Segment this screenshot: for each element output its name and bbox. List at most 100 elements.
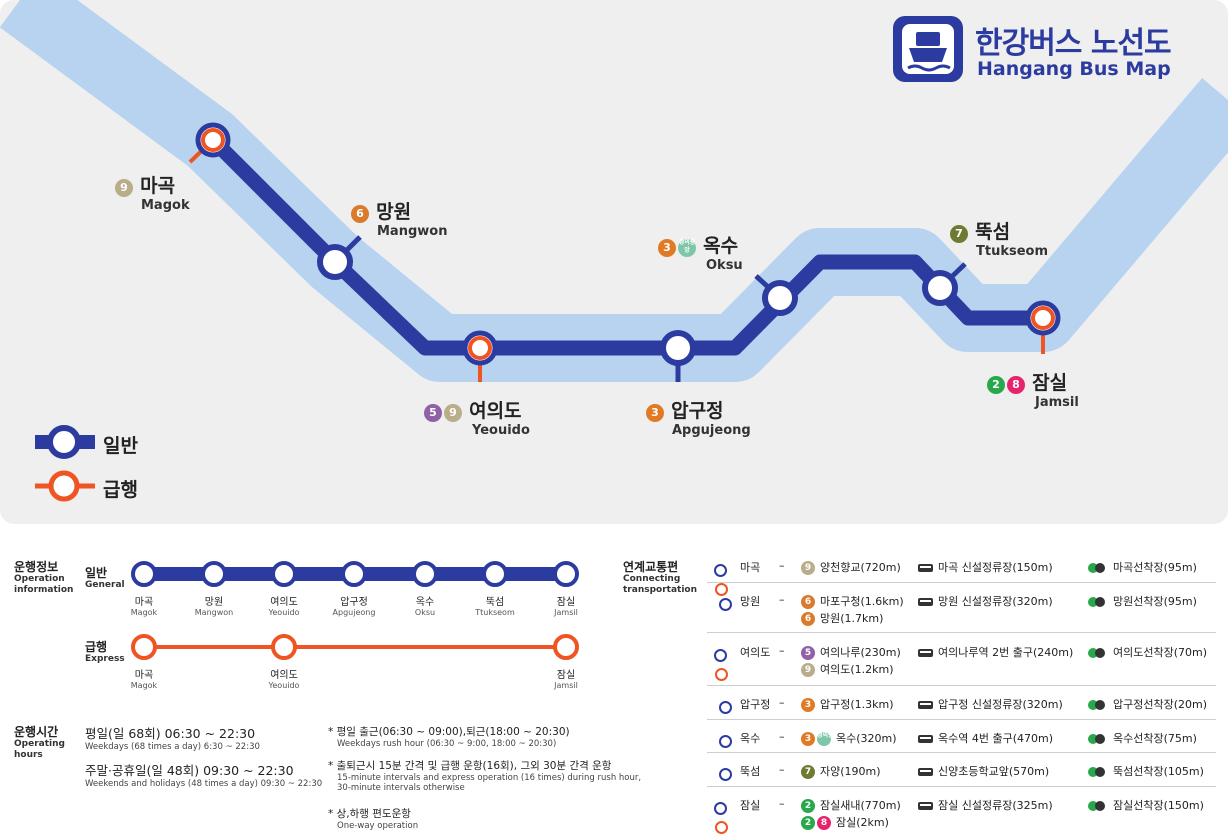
station-name-ko: 옥수 (703, 235, 739, 257)
note1-ko: * 평일 출근(06:30 ~ 09:00),퇴근(18:00 ~ 20:30) (328, 726, 570, 738)
stop-ko: 여의도 (270, 670, 298, 681)
ferry-icon-dark (1095, 597, 1105, 607)
bus-connection: 마곡 신설정류장(150m) (918, 559, 1053, 575)
map-title-ko: 한강버스 노선도 (975, 26, 1172, 61)
subway-line-badge: 9 (115, 178, 133, 197)
subway-line-badge: 9 (444, 403, 462, 422)
subway-line-badge: 9 (801, 663, 815, 677)
general-ring-icon (714, 649, 727, 662)
subway-line-badge: 5 (801, 646, 815, 660)
subway-station-text: 마포구청(1.6km) (820, 595, 904, 608)
subway-line-badge: 6 (801, 612, 815, 626)
station-name-ko: 압구정 (671, 400, 724, 422)
ferry-connection: 뚝섬선착장(105m) (1088, 763, 1204, 779)
station-node-ttukseom[interactable] (922, 270, 958, 306)
row-divider (707, 582, 1216, 583)
stop-en: Mangwon (194, 608, 234, 617)
express-ring-magok (201, 128, 225, 152)
subway-line-badge: 3 (801, 732, 815, 746)
map-background (0, 0, 1228, 524)
legend-express-label: 급행 (103, 479, 138, 501)
station-node-oksu[interactable] (762, 280, 798, 316)
dash: – (779, 763, 785, 776)
logo-wave (907, 64, 951, 72)
operation-title-en: Operation information (14, 574, 74, 595)
express-label: 급행 Express (85, 640, 125, 665)
general-label-en: General (85, 580, 125, 590)
station-label-apgujeong: 3 압구정 Apgujeong (646, 396, 751, 438)
ferry-connection: 잠실선착장(150m) (1088, 797, 1204, 813)
note2-en-2: 30-minute intervals otherwise (337, 783, 465, 793)
station-node-mangwon[interactable] (317, 244, 353, 280)
hours-title-ko: 운행시간 (14, 725, 59, 739)
note3-en: One-way operation (337, 821, 419, 831)
note-intervals: * 출퇴근시 15분 간격 및 급행 운항(16회), 그외 30분 간격 운항… (328, 758, 641, 793)
bus-stop-text: 압구정 신설정류장(320m) (938, 698, 1063, 711)
bus-stop-text: 망원 신설정류장(320m) (938, 595, 1053, 608)
ferry-icon-dark (1095, 700, 1105, 710)
weekend-en: Weekends and holidays (48 times a day) 0… (85, 779, 323, 789)
ferry-icon-dark (1095, 734, 1105, 744)
ferry-connection: 압구정선착장(20m) (1088, 696, 1207, 712)
station-name-en: Magok (141, 198, 190, 213)
logo-boat-hull (909, 48, 947, 62)
route-map (0, 0, 1228, 524)
stop-ko: 망원 (204, 597, 224, 608)
bus-stop-text: 여의나루역 2번 출구(240m) (938, 646, 1074, 659)
row-divider (707, 632, 1216, 633)
legend-general-node (47, 425, 81, 459)
legend-express-node (48, 470, 80, 502)
row-divider (707, 786, 1216, 787)
bus-icon (918, 735, 933, 743)
bus-icon (918, 802, 933, 810)
express-stop-jamsil (553, 634, 579, 660)
ferry-icon (1088, 734, 1098, 744)
express-stop-magok (131, 634, 157, 660)
subway-station-text: 여의나루(230m) (820, 646, 901, 659)
stop-ko: 옥수 (415, 597, 435, 608)
bus-stop-text: 잠실 신설정류장(325m) (938, 799, 1053, 812)
subway-line-badge: 7 (801, 765, 815, 779)
ferry-dock-text: 마곡선착장(95m) (1113, 561, 1197, 574)
ferry-icon-dark (1095, 648, 1105, 658)
row-divider (707, 719, 1216, 720)
subway-line-badge: 2 (801, 816, 815, 830)
general-ring-icon (719, 735, 732, 748)
station-name-en: Oksu (706, 258, 743, 273)
dash: – (779, 797, 785, 810)
stop-ko: 압구정 (340, 597, 368, 608)
subway-station-text: 옥수(320m) (836, 732, 897, 745)
station-node-apgujeong[interactable] (660, 330, 696, 366)
express-ring-icon (715, 821, 728, 834)
general-label: 일반 General (85, 566, 125, 591)
stop-ko: 마곡 (134, 670, 154, 681)
weekday-ko: 평일(일 68회) 06:30 ~ 22:30 (85, 726, 256, 741)
station-name-ko: 마곡 (140, 175, 176, 197)
subway-line-badge: 7 (950, 224, 968, 243)
subway-line-badge: 2 (987, 375, 1005, 394)
express-label-en: Express (85, 654, 125, 664)
ferry-icon-dark (1095, 767, 1105, 777)
general-stop-oksu (412, 561, 438, 587)
connection-station: 옥수 (740, 732, 761, 745)
stop-ko: 잠실 (556, 670, 576, 681)
connection-station: 마곡 (740, 561, 761, 574)
connection-station: 망원 (740, 595, 761, 608)
bus-icon (918, 701, 933, 709)
general-stop-jamsil (553, 561, 579, 587)
station-type-icon (719, 594, 732, 613)
connection-station: 잠실 (740, 799, 761, 812)
subway-line-badge: 6 (351, 204, 369, 223)
dash: – (779, 644, 785, 657)
ferry-icon (1088, 767, 1098, 777)
